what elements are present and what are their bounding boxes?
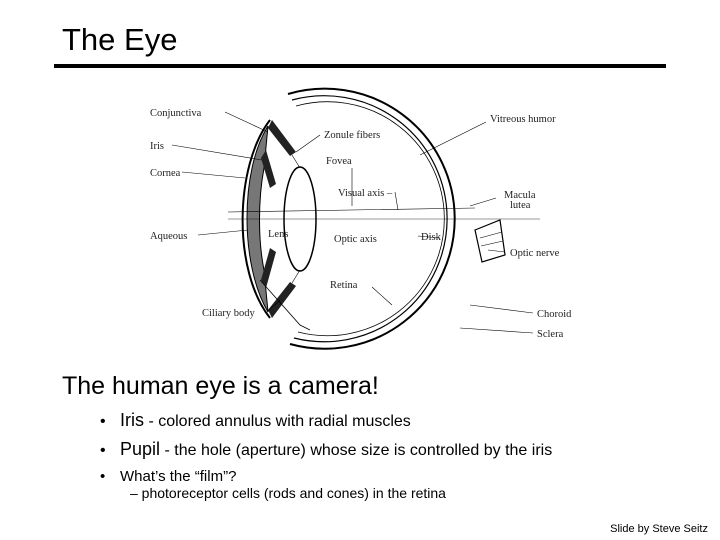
bullet-term: Pupil	[120, 439, 161, 459]
eye-diagram: Conjunctiva Iris Cornea Aqueous Ciliary …	[140, 80, 600, 350]
sub-bullet-retina: – photoreceptor cells (rods and cones) i…	[130, 484, 446, 502]
visual-axis-line	[227, 207, 476, 213]
label-zonule-fibers: Zonule fibers	[324, 130, 380, 141]
bullet-pupil: • Pupil - the hole (aperture) whose size …	[100, 439, 552, 461]
label-choroid: Choroid	[537, 309, 572, 320]
iris-shape	[261, 150, 276, 188]
bullet-term: Iris	[120, 410, 144, 430]
sub-bullet-text: – photoreceptor cells (rods and cones) i…	[130, 485, 411, 501]
label-optic-axis: Optic axis	[334, 234, 377, 245]
label-iris: Iris	[150, 141, 164, 152]
bullet-dot: •	[100, 413, 106, 430]
sub-bullet-term: retina	[410, 485, 446, 501]
label-macula: Macula	[504, 190, 536, 201]
label-conjunctiva: Conjunctiva	[150, 108, 202, 119]
bullet-text: - the hole (aperture) whose size is cont…	[160, 442, 553, 459]
slide-heading: The human eye is a camera!	[62, 372, 379, 400]
label-fovea: Fovea	[326, 156, 352, 167]
eye-cross-section: Conjunctiva Iris Cornea Aqueous Ciliary …	[150, 87, 572, 350]
iris-shape-lower	[261, 248, 276, 288]
bullet-film: • What’s the “film”?	[100, 467, 236, 487]
label-ciliary-body: Ciliary body	[202, 308, 256, 319]
ciliary-body-lower	[268, 282, 296, 318]
label-sclera: Sclera	[537, 329, 564, 340]
label-lens: Lens	[268, 229, 288, 240]
cornea-outline	[241, 119, 271, 319]
label-disk: Disk	[421, 232, 442, 243]
slide-title: The Eye	[62, 22, 178, 57]
slide-credit: Slide by Steve Seitz	[610, 523, 708, 535]
label-aqueous: Aqueous	[150, 231, 187, 242]
label-optic-nerve: Optic nerve	[510, 248, 560, 259]
optic-nerve-shape	[474, 219, 506, 263]
ciliary-body-upper	[268, 120, 296, 156]
bullet-iris: • Iris - colored annulus with radial musc…	[100, 410, 411, 432]
bullet-text: - colored annulus with radial muscles	[144, 413, 411, 430]
bullet-dot: •	[100, 442, 106, 459]
label-lutea: lutea	[510, 200, 531, 211]
label-retina: Retina	[330, 280, 358, 291]
bullet-text: What’s the “film”?	[120, 468, 237, 485]
sclera-outline	[287, 87, 456, 350]
bullet-dot: •	[100, 468, 106, 485]
title-underline	[54, 64, 666, 68]
retina-outline	[295, 101, 445, 337]
label-visual-axis: Visual axis –	[338, 188, 393, 199]
label-vitreous-humor: Vitreous humor	[490, 114, 556, 125]
label-cornea: Cornea	[150, 168, 181, 179]
choroid-outline	[291, 95, 448, 343]
